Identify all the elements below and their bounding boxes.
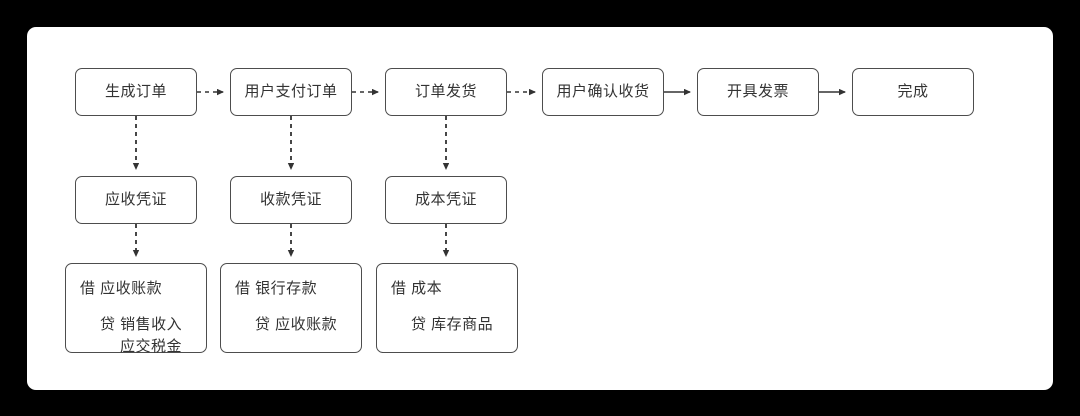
node-cost-voucher[interactable]: 成本凭证 <box>385 176 507 224</box>
entry-credit-subline: 应交税金 <box>120 337 183 355</box>
entry-debit-line: 借 银行存款 <box>235 280 318 297</box>
node-label: 完成 <box>897 82 929 100</box>
node-label: 应收凭证 <box>104 190 167 208</box>
node-entry-receivable[interactable]: 借 应收账款 贷 销售收入 应交税金 <box>65 263 207 355</box>
entry-debit-line: 借 应收账款 <box>80 280 163 297</box>
node-label: 用户支付订单 <box>244 82 338 100</box>
node-label: 用户确认收货 <box>556 82 650 100</box>
entry-credit-line: 贷 销售收入 <box>100 315 183 333</box>
node-complete[interactable]: 完成 <box>852 68 974 116</box>
node-label: 成本凭证 <box>414 190 477 208</box>
node-label: 收款凭证 <box>259 190 322 208</box>
node-user-pay-order[interactable]: 用户支付订单 <box>230 68 352 116</box>
entry-debit-line: 借 成本 <box>391 280 443 297</box>
node-entry-cost[interactable]: 借 成本 贷 库存商品 <box>376 263 518 353</box>
node-label: 生成订单 <box>104 82 167 100</box>
node-collection-voucher[interactable]: 收款凭证 <box>230 176 352 224</box>
node-user-confirm-receipt[interactable]: 用户确认收货 <box>542 68 664 116</box>
entry-credit-line: 贷 应收账款 <box>255 315 338 333</box>
node-generate-order[interactable]: 生成订单 <box>75 68 197 116</box>
node-order-shipped[interactable]: 订单发货 <box>385 68 507 116</box>
node-label: 订单发货 <box>414 82 477 100</box>
entry-credit-line: 贷 库存商品 <box>411 315 494 333</box>
node-label: 开具发票 <box>726 82 789 100</box>
node-entry-collection[interactable]: 借 银行存款 贷 应收账款 <box>220 263 362 353</box>
node-receivable-voucher[interactable]: 应收凭证 <box>75 176 197 224</box>
node-issue-invoice[interactable]: 开具发票 <box>697 68 819 116</box>
